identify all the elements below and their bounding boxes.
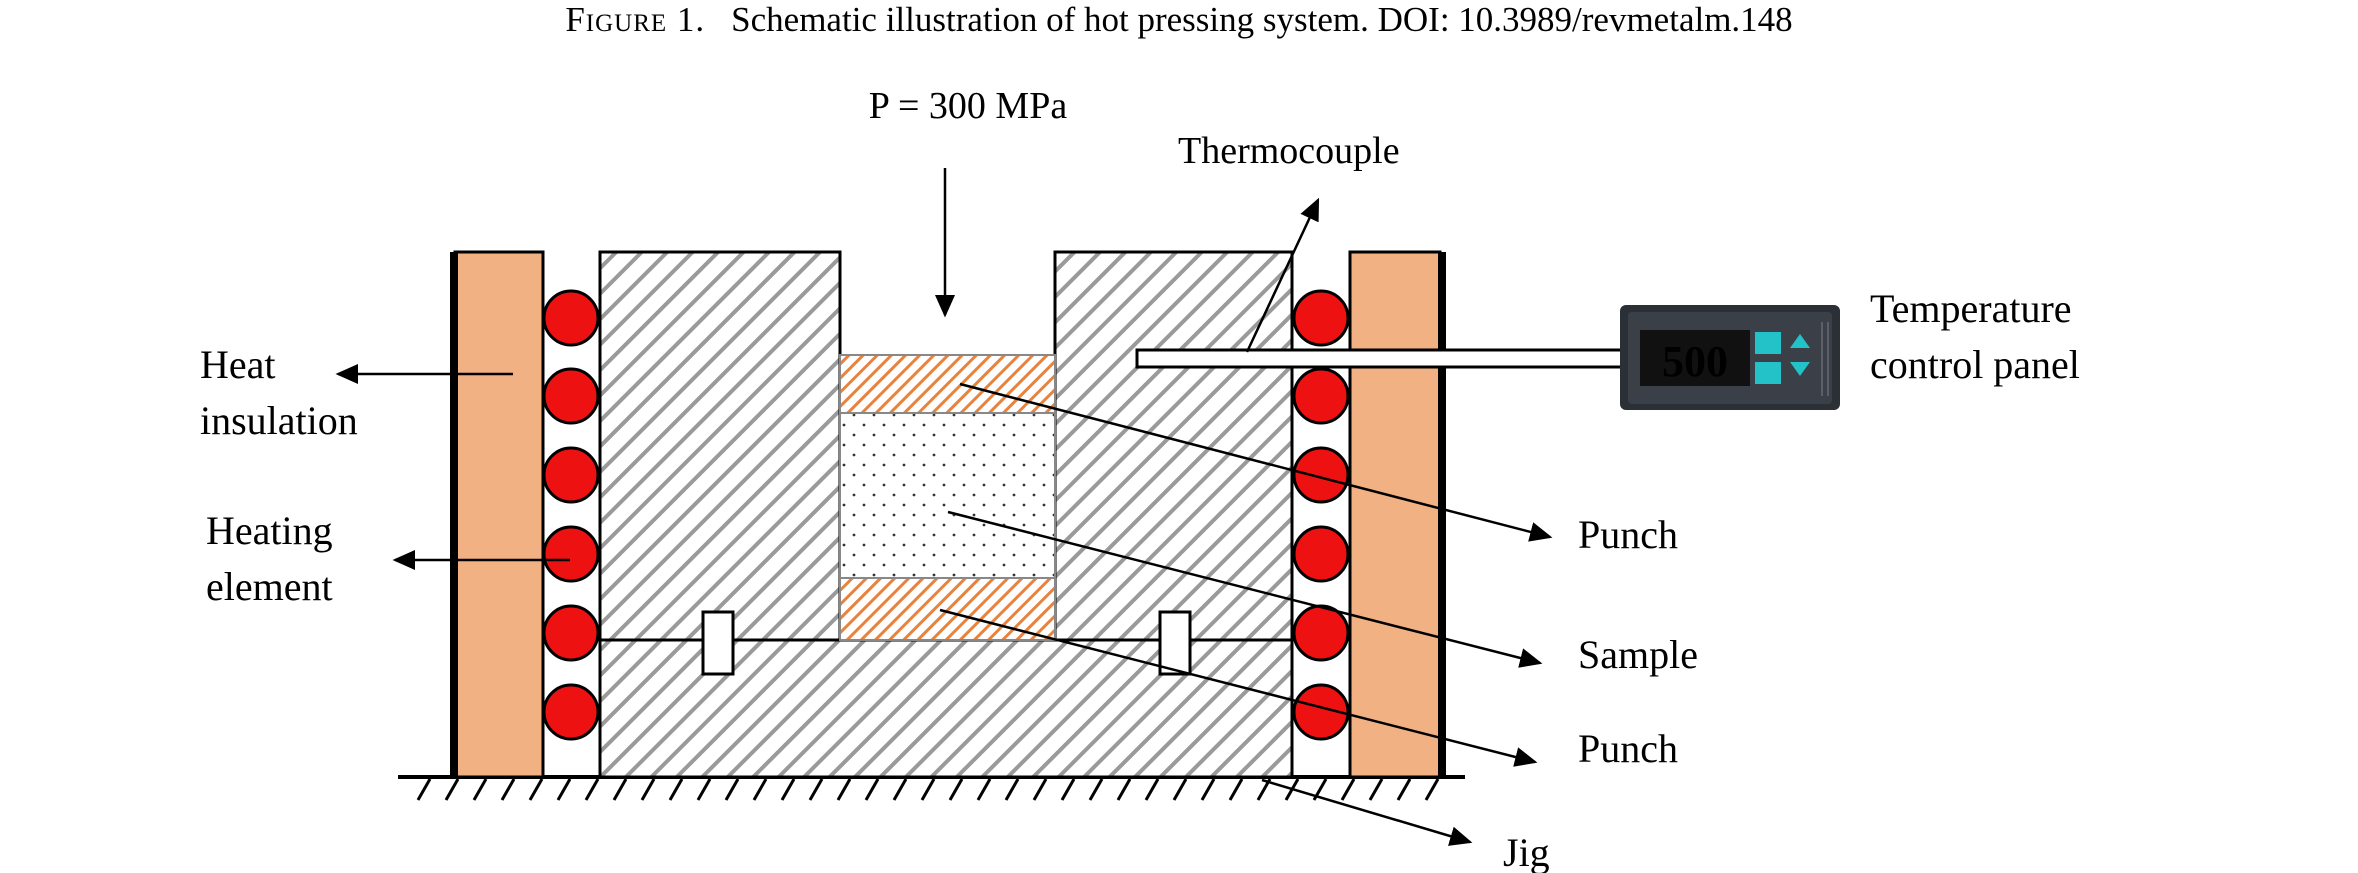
heating-element-label-line1: Heating <box>206 508 333 553</box>
pin-left <box>701 610 735 676</box>
temperature-panel-label-line1: Temperature <box>1870 286 2072 331</box>
punch-top-label: Punch <box>1578 512 1678 557</box>
panel-up-button <box>1755 332 1781 354</box>
left-die-block <box>598 250 842 642</box>
heat-insulation-label-line2: insulation <box>200 398 358 443</box>
left-insulation-wall <box>453 250 545 779</box>
up-arrow-icon <box>1790 334 1810 348</box>
ground-base <box>398 775 1465 801</box>
heating-elements-right <box>1292 289 1350 741</box>
caption-text: Schematic illustration of hot pressing s… <box>731 0 1793 39</box>
pin-right <box>1158 610 1192 676</box>
sample <box>839 412 1056 579</box>
panel-down-button <box>1755 362 1781 384</box>
heating-element-label-line2: element <box>206 564 333 609</box>
figure-number: Figure 1. <box>565 0 706 39</box>
temperature-panel-label-line2: control panel <box>1870 342 2080 387</box>
left-insulation-edge <box>450 252 458 777</box>
down-arrow-icon <box>1790 362 1810 376</box>
punch-bottom-label: Punch <box>1578 726 1678 771</box>
right-insulation-edge <box>1438 252 1446 777</box>
top-punch <box>839 354 1056 414</box>
temperature-control-panel: 500 <box>1620 305 1840 410</box>
heating-elements-left <box>542 289 600 741</box>
right-insulation-wall <box>1348 250 1442 779</box>
heating-element-left-3 <box>542 446 600 504</box>
heating-element-left-1 <box>542 289 600 347</box>
punch-bottom-arrow <box>939 608 1538 767</box>
sample-arrow <box>947 510 1543 668</box>
heating-element-left-2 <box>542 367 600 425</box>
heat-insulation-label-line1: Heat <box>200 342 276 387</box>
punch-top-arrow <box>959 382 1553 542</box>
jig-arrow <box>1261 778 1473 846</box>
right-die-block <box>1053 250 1294 642</box>
heating-element-right-4 <box>1292 525 1350 583</box>
thermocouple-arrow <box>1245 197 1320 353</box>
panel-display: 500 <box>1662 337 1728 386</box>
pressure-label: P = 300 MPa <box>869 85 1068 127</box>
jig-label: Jig <box>1503 830 1550 873</box>
heating-element-left-5 <box>542 604 600 662</box>
heating-element-right-3 <box>1292 446 1350 504</box>
thermocouple-label: Thermocouple <box>1178 130 1400 172</box>
thermocouple-rod <box>1135 348 1629 369</box>
bottom-punch <box>839 577 1056 641</box>
sample-label: Sample <box>1578 632 1698 677</box>
heating-element-left-4 <box>542 525 600 583</box>
heating-element-left-6 <box>542 683 600 741</box>
heating-element-right-2 <box>1292 367 1350 425</box>
heating-element-right-5 <box>1292 604 1350 662</box>
figure-caption: Figure 1. Schematic illustration of hot p… <box>0 0 2358 40</box>
heating-element-right-1 <box>1292 289 1350 347</box>
heating-element-right-6 <box>1292 683 1350 741</box>
